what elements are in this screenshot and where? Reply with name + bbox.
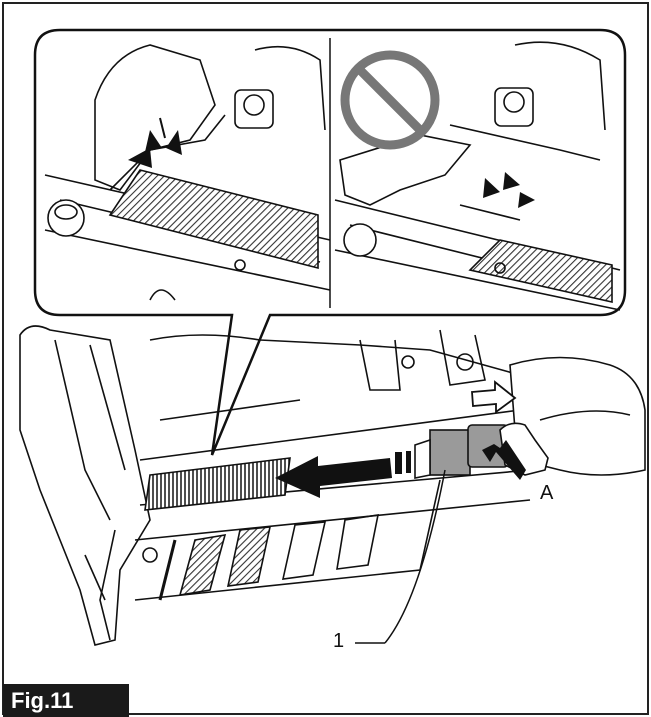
arrow-left-icon <box>275 451 411 498</box>
nailer-body <box>19 325 541 646</box>
pusher-part-1 <box>414 424 509 479</box>
strip-hatch-main <box>144 457 291 511</box>
callout-1: 1 <box>333 630 345 652</box>
engage-marks-left <box>128 117 182 168</box>
arrow-right-icon <box>471 380 517 414</box>
prohibited-icon <box>340 50 440 150</box>
press-arrow-icon <box>482 440 526 480</box>
operator-hand <box>499 356 646 476</box>
callout-a: A <box>540 482 554 504</box>
strip-hatch-left <box>108 169 319 270</box>
engage-marks-right <box>483 172 535 208</box>
strip-hatch-right <box>468 239 613 304</box>
figure-label: Fig.11 <box>3 684 129 717</box>
detail-correct <box>44 44 331 301</box>
leader-curve-1 <box>384 469 446 644</box>
detail-incorrect <box>334 41 621 311</box>
